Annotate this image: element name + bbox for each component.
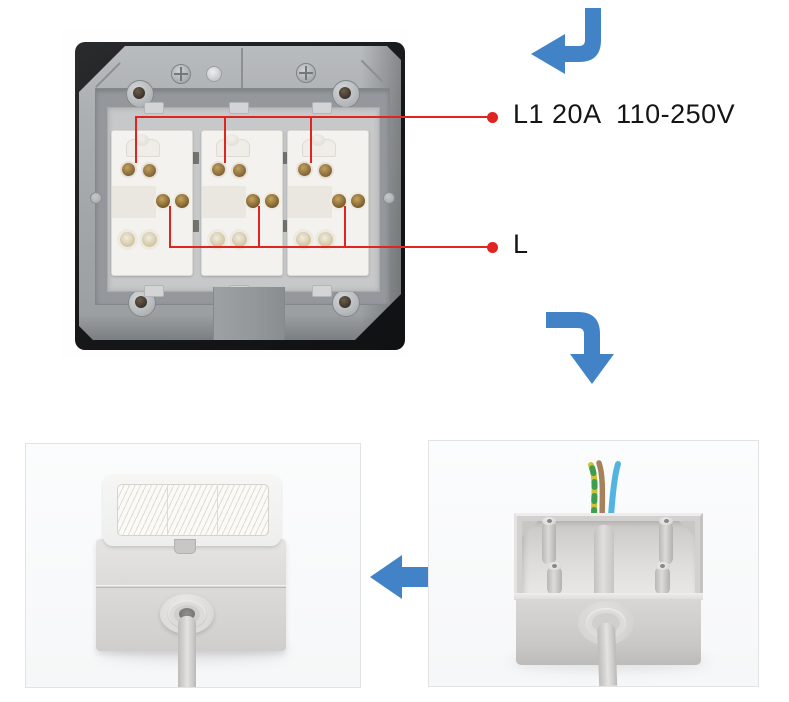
l1-annotation-pointer xyxy=(310,116,312,163)
post-screw-hole xyxy=(547,519,552,523)
l-annotation-pointer xyxy=(344,206,346,248)
l1-annotation-pointer xyxy=(224,116,226,163)
terminal-screw-l xyxy=(175,194,189,208)
return-left-arrow-icon xyxy=(531,8,601,74)
holder-tab xyxy=(312,285,332,297)
screw-icon xyxy=(171,64,191,84)
l-annotation-line xyxy=(169,246,492,248)
mounting-hole xyxy=(318,232,333,247)
screw-boss xyxy=(332,80,360,108)
clip-slot xyxy=(280,220,287,232)
holder-tab xyxy=(144,285,164,297)
post-screw-hole xyxy=(664,519,669,523)
mounting-post xyxy=(542,521,556,565)
assembled-switch-photo xyxy=(25,443,361,688)
turn-down-arrow-icon xyxy=(546,312,614,384)
terminal-screw-l xyxy=(246,194,260,208)
terminal-screw-l xyxy=(351,194,365,208)
terminal-screw-l xyxy=(265,194,279,208)
mounting-post xyxy=(547,566,562,595)
transparent-cover-window xyxy=(117,484,269,536)
l-annotation-pointer xyxy=(258,206,260,248)
terminal-hole-l1 xyxy=(143,164,156,177)
mold-seam xyxy=(241,48,243,88)
mounting-tab xyxy=(213,287,285,344)
switch-module-2 xyxy=(201,130,283,276)
screw-icon xyxy=(296,63,316,83)
l-annotation-pointer xyxy=(169,206,171,248)
mounting-post xyxy=(655,566,670,595)
clip-slot xyxy=(280,152,287,164)
holder-tab xyxy=(144,102,164,114)
power-cable xyxy=(597,622,618,686)
terminal-hole-l1 xyxy=(298,163,311,176)
mounting-hole xyxy=(296,232,311,247)
holder-tab xyxy=(312,102,332,114)
power-cable xyxy=(178,616,196,687)
l1-annotation-pointer xyxy=(135,116,137,163)
switch-back-panel xyxy=(79,46,401,340)
box-seam xyxy=(96,585,286,586)
l1-annotation-line xyxy=(135,116,492,118)
post-screw-hole xyxy=(660,564,665,568)
mounting-hole xyxy=(232,232,247,247)
alignment-bump xyxy=(90,192,102,204)
post-screw-hole xyxy=(552,564,557,568)
switch-back-photo xyxy=(60,30,408,358)
clip-slot xyxy=(192,152,199,164)
terminal-screw-l xyxy=(156,194,170,208)
box-front-rim xyxy=(514,593,703,600)
holder-tab xyxy=(229,102,249,114)
label-l-terminal: L xyxy=(513,229,529,259)
mounting-hole xyxy=(142,232,157,247)
l1-annotation-dot xyxy=(487,112,498,123)
label-l1-rating: L1 20A 110-250V xyxy=(513,99,736,129)
mounting-post xyxy=(659,521,673,565)
plastic-plug xyxy=(206,66,222,82)
terminal-hole-l1 xyxy=(233,164,246,177)
left-arrow-icon xyxy=(370,555,430,599)
clip-slot xyxy=(192,220,199,232)
cover-latch xyxy=(174,539,196,554)
switch-module-1 xyxy=(111,130,193,276)
screw-boss xyxy=(332,289,360,317)
terminal-hole-l1 xyxy=(122,163,135,176)
box-seam xyxy=(96,587,286,588)
terminal-hole-l1 xyxy=(319,164,332,177)
module-holder-frame xyxy=(107,107,380,292)
alignment-bump xyxy=(383,192,395,204)
terminal-screw-l xyxy=(332,194,346,208)
mounting-hole xyxy=(210,232,225,247)
junction-box-photo xyxy=(428,440,759,687)
l-annotation-dot xyxy=(487,242,498,253)
terminal-hole-l1 xyxy=(212,163,225,176)
switch-module-3 xyxy=(287,130,369,276)
cover-divider xyxy=(217,484,218,534)
mounting-hole xyxy=(120,232,135,247)
cover-divider xyxy=(167,484,168,534)
cable-sheath xyxy=(594,525,614,613)
